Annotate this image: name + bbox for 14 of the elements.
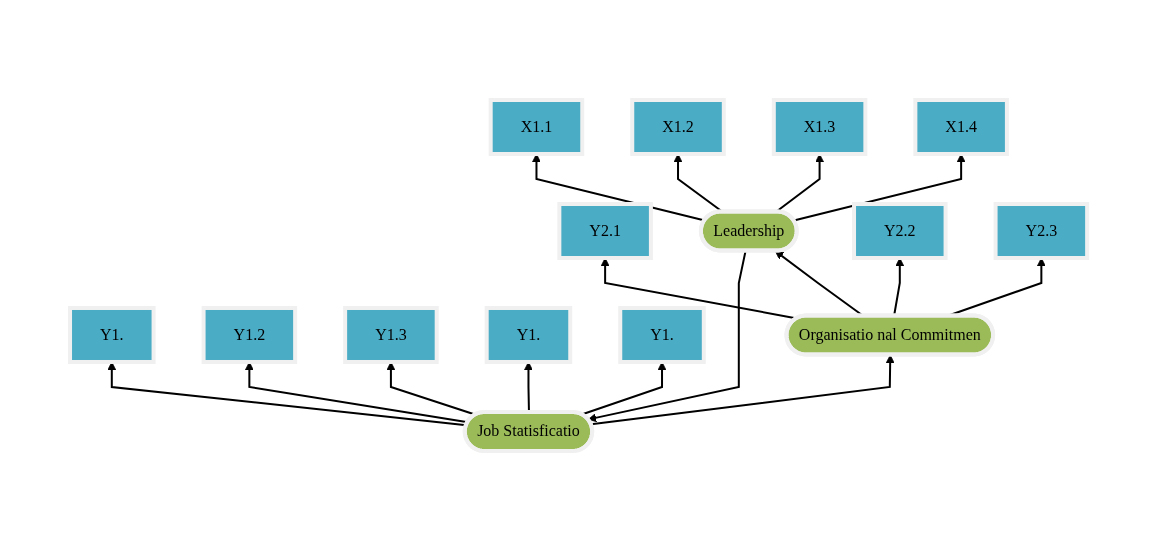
node-box: Y2.2: [851, 201, 948, 260]
node-box: Y1.: [618, 305, 706, 364]
node-box: X1.3: [771, 97, 868, 156]
node-box: X1.1: [488, 97, 585, 156]
node-box: Y1.3: [343, 305, 439, 364]
node-box: X1.4: [913, 97, 1009, 156]
node-box: Y2.1: [557, 201, 653, 260]
node-box: X1.2: [630, 97, 726, 156]
node-box: Y1.2: [201, 305, 298, 364]
node-box: Y1.: [67, 305, 156, 364]
node-box: Y1.: [484, 305, 573, 364]
arrow: [107, 361, 468, 426]
arrow: [587, 249, 747, 422]
node-box: Y2.3: [993, 201, 1090, 260]
